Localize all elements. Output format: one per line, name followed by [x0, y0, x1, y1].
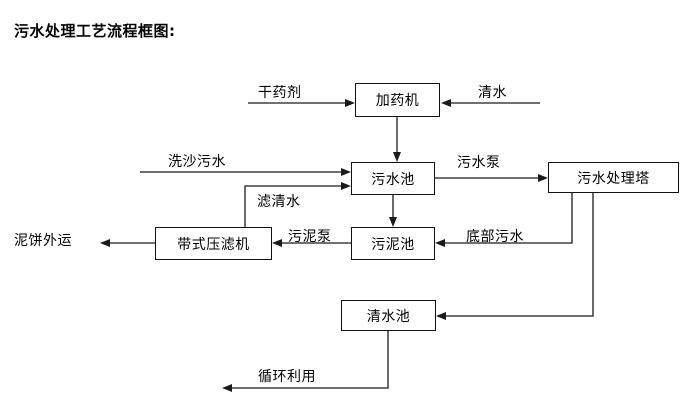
edge-label-filtrate: 滤清水 — [257, 194, 301, 210]
arrowhead-recycle — [222, 384, 232, 392]
node-clean-water-pool-label: 清水池 — [366, 308, 411, 325]
page-title: 污水处理工艺流程框图: — [14, 22, 176, 40]
arrowhead-dosing-to-sewage — [393, 152, 401, 162]
node-treatment-tower[interactable]: 污水处理塔 — [548, 162, 679, 193]
edge-tower-to-clean — [443, 192, 594, 317]
node-dosing-machine-label: 加药机 — [375, 93, 420, 109]
terminal-dry-agent: 干药剂 — [258, 85, 302, 101]
arrowhead-tower-to-clean — [436, 312, 446, 320]
arrowhead-mud-cake — [100, 239, 110, 247]
node-sludge-pool-label: 污泥池 — [371, 236, 415, 253]
node-sewage-pool-label: 污水池 — [371, 171, 415, 188]
arrowhead-sewage-to-sludge — [389, 217, 397, 227]
edge-label-sewage-pump: 污水泵 — [457, 155, 501, 171]
node-treatment-tower-label: 污水处理塔 — [577, 170, 650, 187]
node-belt-filter-press-label: 带式压滤机 — [177, 236, 250, 253]
terminal-sand-washing-sewage: 洗沙污水 — [168, 154, 226, 170]
edge-label-sludge-pump: 污泥泵 — [288, 229, 332, 245]
node-sewage-pool[interactable]: 污水池 — [351, 162, 435, 195]
edge-label-bottom-sewage: 底部污水 — [466, 229, 524, 245]
arrowhead-bottom-sewage — [435, 239, 445, 247]
arrowhead-sewage-pump — [538, 174, 548, 182]
node-belt-filter-press[interactable]: 带式压滤机 — [155, 227, 272, 260]
arrowhead-filtrate — [341, 182, 351, 190]
node-clean-water-pool[interactable]: 清水池 — [341, 300, 436, 331]
node-sludge-pool[interactable]: 污泥池 — [351, 227, 435, 260]
edge-clean-to-recycle — [229, 331, 389, 389]
arrowhead-sludge-pump — [272, 239, 282, 247]
edge-filtrate-to-sewage — [244, 185, 344, 227]
arrowhead-sand-sewage — [341, 168, 351, 176]
arrowhead-clear-water — [441, 99, 451, 107]
terminal-clear-water: 清水 — [478, 85, 507, 101]
arrowhead-dry-agent — [345, 99, 355, 107]
terminal-recycle-reuse: 循环利用 — [258, 369, 316, 385]
edge-bottom-sewage-to-sludge — [442, 192, 573, 244]
terminal-mud-cake-transport: 泥饼外运 — [14, 233, 72, 249]
node-dosing-machine[interactable]: 加药机 — [355, 83, 440, 117]
